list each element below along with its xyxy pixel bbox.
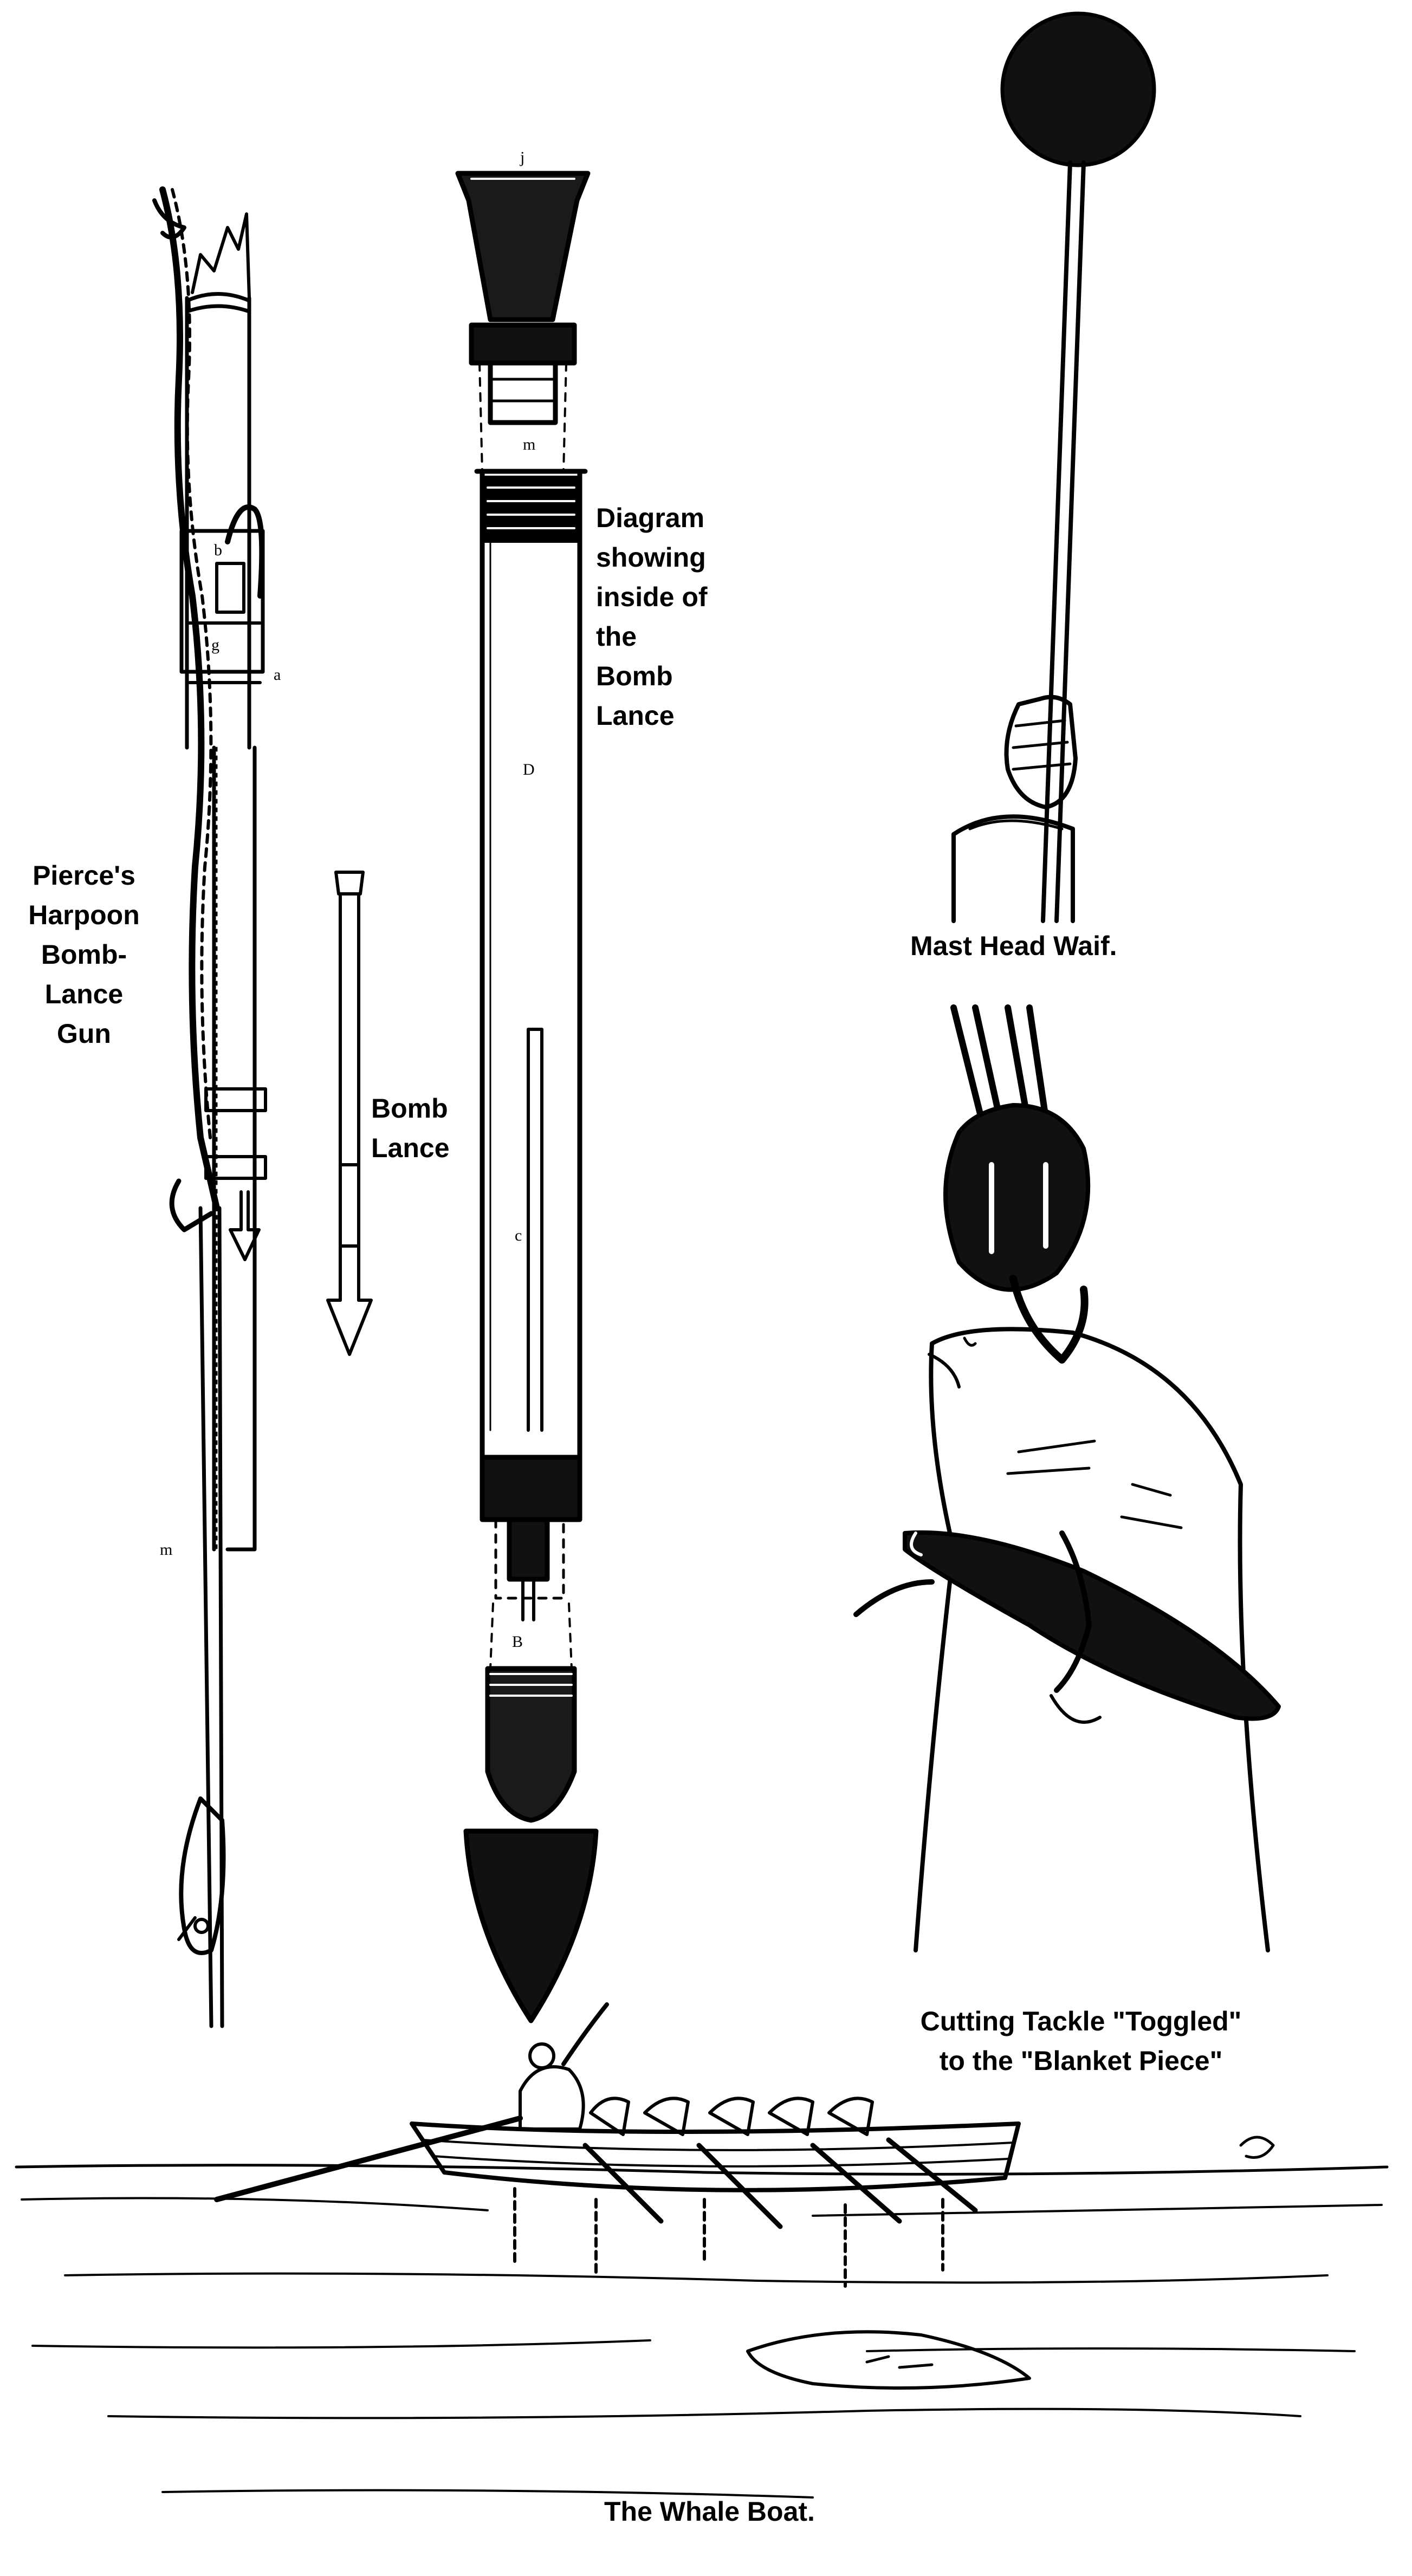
harpoon-toggle-head [179, 1796, 226, 1955]
whale-boat-hull [410, 2121, 1021, 2192]
caption-bomb-lance: Bomb Lance [371, 1093, 450, 1163]
boat-steersman [519, 2065, 585, 2131]
caption-bomb-lance-diagram: Diagram showing inside of the Bomb Lance [596, 503, 708, 731]
lance-point [463, 1828, 599, 2023]
lance-cap [455, 171, 591, 322]
sea-horizon [15, 2164, 1389, 2176]
bomb-lance-diagram [455, 171, 599, 2023]
tackle-block [943, 1103, 1091, 1292]
bomb-lance-small [326, 871, 373, 1356]
gun-lock [179, 529, 265, 674]
blanket-piece [914, 1327, 1270, 1952]
caption-mast-head-waif: Mast Head Waif. [910, 931, 1117, 961]
gun-letter-m: m [160, 1541, 172, 1559]
lance-letter-d: D [523, 761, 535, 778]
mast-top [951, 814, 1075, 923]
whale-boat-scene [15, 2002, 1389, 2499]
tackle-toggle [903, 1530, 1281, 1721]
gun-barrel-lower [212, 745, 257, 1552]
lance-warhead [485, 1666, 577, 1823]
lance-letter-b: B [512, 1633, 523, 1651]
lance-letter-j: j [520, 148, 524, 166]
caption-harpoon-gun: Pierce's Harpoon Bomb- Lance Gun [28, 860, 140, 1049]
waif-hand [1004, 695, 1078, 809]
mast-head-waif [951, 11, 1156, 923]
gun-letter-a: a [274, 666, 281, 684]
gun-letter-b: b [214, 541, 222, 559]
lance-tube [474, 469, 588, 1460]
gun-rope [159, 186, 220, 1211]
harpoon-gun [152, 186, 267, 2028]
lance-letter-c: c [515, 1227, 522, 1244]
lance-letter-m: m [523, 436, 535, 453]
waif-disc [1000, 11, 1156, 167]
gun-letter-g: g [211, 636, 219, 654]
cutting-tackle [853, 1004, 1281, 1952]
caption-whale-boat: The Whale Boat. [604, 2496, 815, 2527]
caption-cutting-tackle: Cutting Tackle "Toggled" to the "Blanket… [920, 2006, 1242, 2076]
